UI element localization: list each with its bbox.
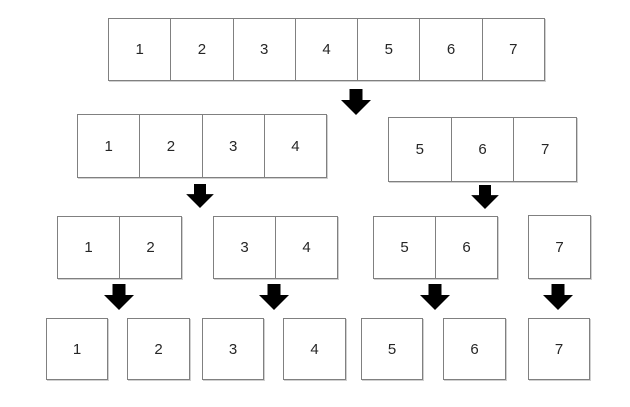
down-arrow-icon bbox=[259, 284, 289, 310]
array-cell: 3 bbox=[240, 239, 249, 256]
array-cell: 4 bbox=[294, 19, 357, 80]
array-cell: 2 bbox=[139, 115, 201, 177]
array-cell: 5 bbox=[357, 19, 419, 80]
down-arrow-icon bbox=[185, 184, 215, 208]
array-cell: 2 bbox=[170, 19, 232, 80]
down-arrow-icon bbox=[420, 284, 450, 310]
down-arrow-icon bbox=[341, 89, 371, 115]
array-cell: 1 bbox=[104, 137, 113, 155]
array-cell: 7 bbox=[481, 19, 544, 80]
array-cell: 6 bbox=[470, 340, 479, 358]
array-level1-full: 1 2 3 4 5 6 7 bbox=[108, 18, 545, 81]
array-cell: 1 bbox=[72, 340, 82, 358]
array-cell: 6 bbox=[450, 118, 514, 181]
down-arrow-icon bbox=[104, 284, 134, 310]
array-level4-single-1: 1 bbox=[46, 318, 108, 380]
array-cell: 3 bbox=[228, 340, 238, 358]
array-level2-left: 1 2 3 4 bbox=[77, 114, 327, 178]
array-level3-pair-34: 3 4 bbox=[213, 216, 338, 279]
array-level4-single-4: 4 bbox=[283, 318, 346, 380]
array-cell: 4 bbox=[310, 340, 319, 358]
array-cell: 3 bbox=[201, 115, 264, 177]
array-level3-single-7: 7 bbox=[528, 215, 591, 279]
array-level4-single-2: 2 bbox=[127, 318, 190, 380]
down-arrow-icon bbox=[543, 284, 573, 310]
down-arrow-icon bbox=[470, 185, 500, 209]
array-cell: 4 bbox=[263, 115, 326, 177]
array-level4-single-5: 5 bbox=[361, 318, 423, 380]
array-level4-single-6: 6 bbox=[443, 318, 506, 380]
array-level2-right: 5 6 7 bbox=[388, 117, 577, 182]
array-cell: 1 bbox=[84, 239, 93, 256]
array-cell: 7 bbox=[554, 340, 564, 358]
array-cell: 5 bbox=[415, 141, 424, 158]
array-cell: 7 bbox=[555, 238, 564, 256]
array-level4-single-3: 3 bbox=[202, 318, 264, 380]
array-cell: 4 bbox=[275, 217, 337, 278]
array-level4-single-7: 7 bbox=[528, 318, 590, 380]
array-cell: 3 bbox=[232, 19, 295, 80]
array-cell: 6 bbox=[419, 19, 481, 80]
array-cell: 5 bbox=[400, 239, 409, 256]
array-cell: 6 bbox=[435, 217, 497, 278]
array-cell: 2 bbox=[154, 340, 163, 358]
array-cell: 5 bbox=[387, 340, 397, 358]
array-cell: 2 bbox=[119, 217, 181, 278]
array-cell: 7 bbox=[513, 118, 576, 181]
array-level3-pair-12: 1 2 bbox=[57, 216, 182, 279]
array-level3-pair-56: 5 6 bbox=[373, 216, 498, 279]
array-cell: 1 bbox=[135, 41, 144, 58]
